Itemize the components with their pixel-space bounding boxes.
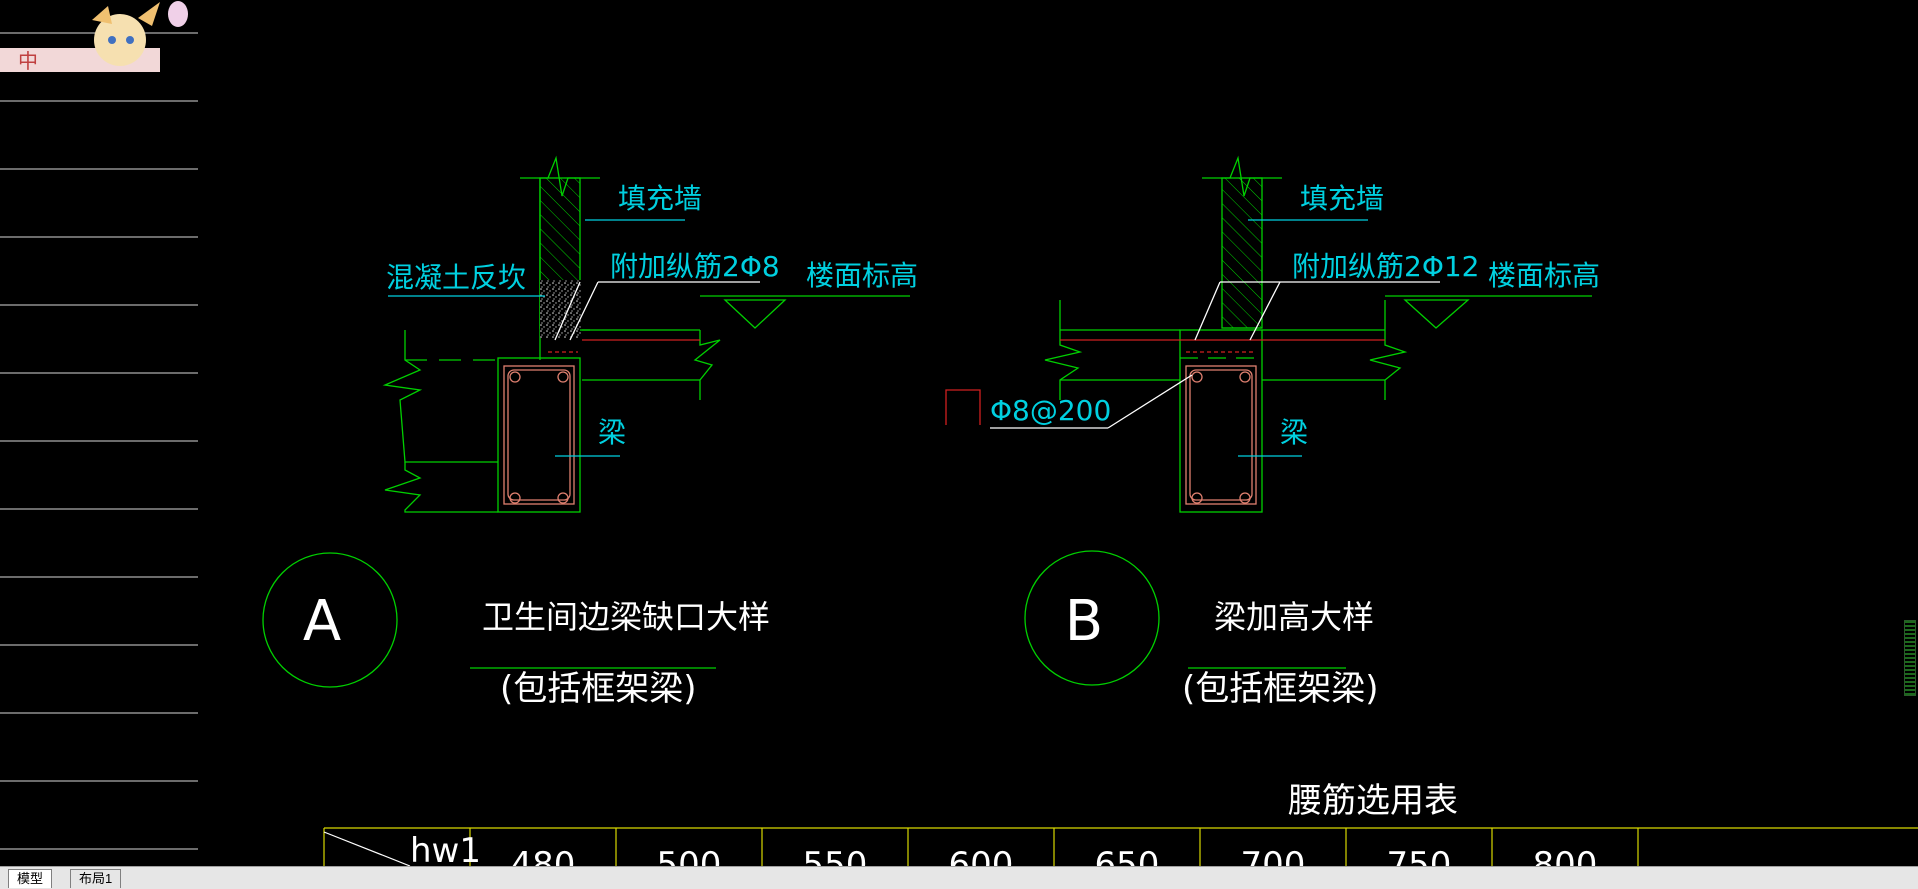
tab-layout1[interactable]: 布局1 xyxy=(70,869,122,888)
table-title: 腰筋选用表 xyxy=(1288,781,1458,821)
table-columns: 480 500 550 600 650 700 750 800 xyxy=(511,845,1598,866)
table-col-0: 480 xyxy=(511,845,576,866)
tab-model[interactable]: 模型 xyxy=(8,869,53,888)
b-label-extra-rebar: 附加纵筋2Φ12 xyxy=(1292,250,1479,283)
detail-b-labels: 填充墙 附加纵筋2Φ12 楼面标高 Φ8@200 梁 xyxy=(990,182,1600,449)
b-title: 梁加高大样 xyxy=(1214,598,1374,636)
table-header-label: hw1 xyxy=(410,831,481,866)
detail-b xyxy=(945,155,1592,513)
a-label-beam: 梁 xyxy=(598,416,626,449)
table-col-5: 700 xyxy=(1241,845,1306,866)
b-label-beam: 梁 xyxy=(1280,416,1308,449)
svg-text:中: 中 xyxy=(18,49,38,72)
a-label-extra-rebar: 附加纵筋2Φ8 xyxy=(610,250,780,283)
mascot-icon[interactable]: 中 xyxy=(0,0,206,72)
a-subtitle: (包括框架梁) xyxy=(500,669,697,709)
a-circle-letter: A xyxy=(303,589,341,654)
drawing-canvas[interactable]: 填充墙 混凝土反坎 附加纵筋2Φ8 楼面标高 梁 A 卫生间边梁缺口大样 (包括… xyxy=(0,0,1918,866)
scroll-indicator[interactable] xyxy=(1904,620,1916,696)
b-label-fill-wall: 填充墙 xyxy=(1300,182,1384,215)
table-col-2: 550 xyxy=(803,845,868,866)
cad-drawing: 填充墙 混凝土反坎 附加纵筋2Φ8 楼面标高 梁 A 卫生间边梁缺口大样 (包括… xyxy=(0,32,1918,866)
a-label-floor-level: 楼面标高 xyxy=(806,259,918,292)
detail-a-title-block: A 卫生间边梁缺口大样 (包括框架梁) xyxy=(262,552,770,709)
detail-b-title-block: B 梁加高大样 (包括框架梁) xyxy=(1024,550,1379,709)
b-label-stirrup: Φ8@200 xyxy=(990,394,1111,427)
table-col-1: 500 xyxy=(657,845,722,866)
a-label-concrete-curb: 混凝土反坎 xyxy=(386,261,526,294)
waist-rebar-table: 腰筋选用表 hw1 480 500 550 600 650 700 750 80… xyxy=(323,781,1918,866)
detail-a xyxy=(382,155,910,513)
a-label-fill-wall: 填充墙 xyxy=(618,182,702,215)
left-palette-lines xyxy=(0,32,198,850)
layout-tab-bar: 模型 布局1 xyxy=(0,866,1918,889)
table-col-6: 750 xyxy=(1387,845,1452,866)
b-label-floor-level: 楼面标高 xyxy=(1488,259,1600,292)
table-col-4: 650 xyxy=(1095,845,1160,866)
table-col-7: 800 xyxy=(1533,845,1598,866)
b-circle-letter: B xyxy=(1065,589,1103,654)
a-title: 卫生间边梁缺口大样 xyxy=(482,598,770,636)
table-col-3: 600 xyxy=(949,845,1014,866)
detail-a-labels: 填充墙 混凝土反坎 附加纵筋2Φ8 楼面标高 梁 xyxy=(386,182,918,449)
b-subtitle: (包括框架梁) xyxy=(1182,669,1379,709)
